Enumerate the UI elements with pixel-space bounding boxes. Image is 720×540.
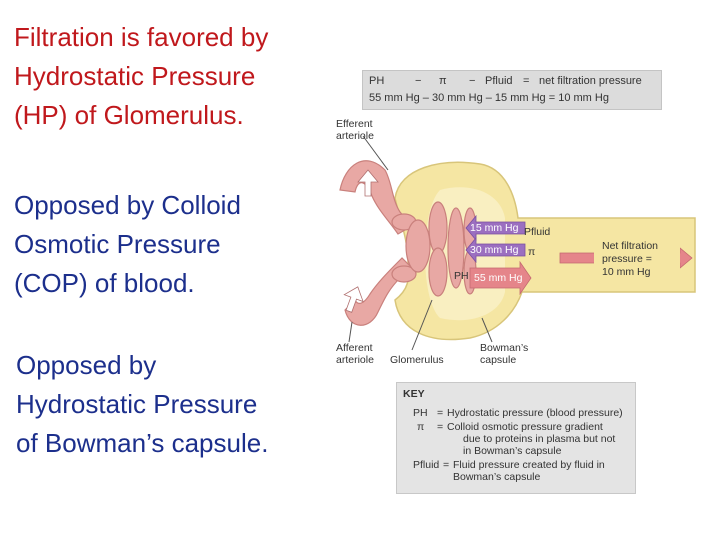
pfluid-arrow-symbol: Pfluid bbox=[524, 226, 551, 238]
label-line: Afferent bbox=[336, 342, 373, 354]
equation-box: PH−π−Pfluid=net filtration pressure 55 m… bbox=[362, 70, 662, 110]
net-label-bg bbox=[594, 236, 680, 284]
key-legend-box: KEY PH = Hydrostatic pressure (blood pre… bbox=[396, 382, 636, 494]
label-line: capsule bbox=[480, 354, 517, 366]
key-description: in Bowman’s capsule bbox=[463, 445, 562, 457]
efferent-arteriole-label: Efferent arteriole bbox=[336, 118, 374, 142]
eq-result-label: net filtration pressure bbox=[539, 75, 642, 87]
label-line: pressure = bbox=[602, 253, 652, 265]
pfluid-arrow bbox=[465, 214, 526, 242]
pfluid-arrow-value: 15 mm Hg bbox=[470, 222, 519, 234]
pi-arrow-value: 30 mm Hg bbox=[470, 244, 519, 256]
eq-minus: − bbox=[415, 75, 422, 87]
text-line: Opposed by bbox=[16, 350, 157, 380]
pi-arrow bbox=[465, 236, 526, 264]
label-line: arteriole bbox=[336, 130, 374, 142]
paragraph-filtration-favored: Filtration is favored by Hydrostatic Pre… bbox=[14, 18, 268, 135]
paragraph-bowman-hydrostatic: Opposed by Hydrostatic Pressure of Bowma… bbox=[16, 346, 268, 463]
ph-arrow-symbol: PH bbox=[454, 270, 469, 282]
equation-values: 55 mm Hg – 30 mm Hg – 15 mm Hg = 10 mm H… bbox=[369, 92, 609, 104]
text-line: Hydrostatic Pressure bbox=[14, 61, 256, 91]
afferent-arteriole-label: Afferent arteriole bbox=[336, 342, 374, 366]
key-title: KEY bbox=[403, 388, 425, 400]
equation-symbols: PH−π−Pfluid=net filtration pressure bbox=[369, 75, 642, 87]
eq-pfluid: Pfluid bbox=[485, 75, 513, 87]
key-separator: = bbox=[437, 407, 444, 419]
key-separator: = bbox=[443, 459, 450, 471]
key-separator: = bbox=[437, 421, 444, 433]
label-line: Bowman’s bbox=[480, 342, 529, 354]
key-symbol: Pfluid bbox=[413, 459, 440, 471]
key-description: Bowman’s capsule bbox=[453, 471, 541, 483]
key-description: Fluid pressure created by fluid in bbox=[453, 459, 605, 471]
text-line: (HP) of Glomerulus. bbox=[14, 100, 244, 130]
paragraph-colloid-osmotic: Opposed by Colloid Osmotic Pressure (COP… bbox=[14, 186, 241, 303]
text-line: Filtration is favored by bbox=[14, 22, 269, 52]
key-description: Colloid osmotic pressure gradient bbox=[447, 421, 603, 433]
eq-ph: PH bbox=[369, 75, 385, 87]
pi-arrow-symbol: π bbox=[528, 246, 536, 258]
bowmans-capsule-label: Bowman’s capsule bbox=[480, 342, 528, 366]
text-line: Hydrostatic Pressure bbox=[16, 389, 258, 419]
label-line: 10 mm Hg bbox=[602, 266, 651, 278]
eq-minus-2: − bbox=[469, 75, 476, 87]
key-description: Hydrostatic pressure (blood pressure) bbox=[447, 407, 623, 419]
glomerulus-label: Glomerulus bbox=[390, 354, 444, 366]
leader-lines bbox=[348, 135, 493, 351]
efferent-flow-arrow bbox=[357, 169, 379, 197]
key-symbol: PH bbox=[413, 407, 428, 419]
eq-pi: π bbox=[439, 75, 447, 87]
net-filtration-label: Net filtration pressure = 10 mm Hg bbox=[602, 240, 658, 279]
afferent-flow-arrow bbox=[343, 286, 364, 313]
label-line: arteriole bbox=[336, 354, 374, 366]
text-line: Opposed by Colloid bbox=[14, 190, 241, 220]
text-line: Osmotic Pressure bbox=[14, 229, 221, 259]
ph-arrow bbox=[469, 260, 532, 296]
eq-equals: = bbox=[523, 75, 530, 87]
label-line: Net filtration bbox=[602, 240, 659, 252]
key-symbol: π bbox=[417, 421, 425, 433]
text-line: (COP) of blood. bbox=[14, 268, 195, 298]
ph-arrow-value: 55 mm Hg bbox=[474, 272, 523, 284]
label-line: Efferent bbox=[336, 118, 373, 130]
text-line: of Bowman’s capsule. bbox=[16, 428, 269, 458]
key-description: due to proteins in plasma but not bbox=[463, 433, 616, 445]
